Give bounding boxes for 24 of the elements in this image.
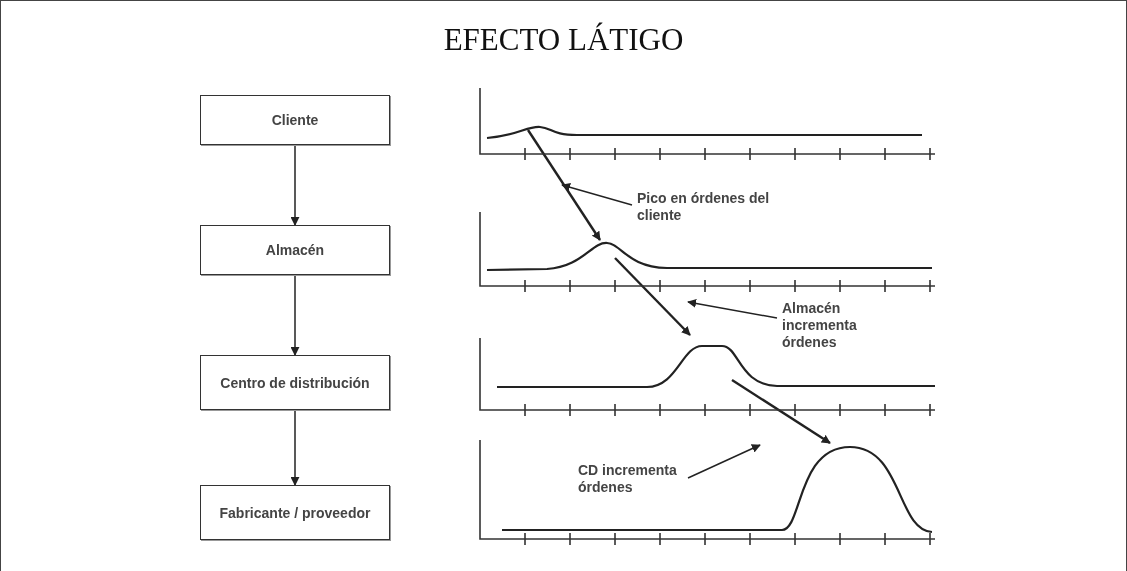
arrow <box>290 144 300 226</box>
box-label: Cliente <box>271 112 319 128</box>
box-label: Centro de distribución <box>220 374 370 391</box>
process-box <box>200 485 390 540</box>
diagram-title: EFECTO LÁTIGO <box>443 22 684 58</box>
box-label: Almacén <box>265 242 325 258</box>
leader-line <box>687 299 778 319</box>
line-chart <box>477 440 937 545</box>
arrow <box>731 379 831 444</box>
leader-line <box>687 444 761 479</box>
line-chart <box>477 338 937 416</box>
arrow <box>527 129 601 241</box>
line-chart <box>477 88 937 160</box>
annotation-text: Almacén incrementa órdenes <box>782 300 902 360</box>
annotation-text: CD incrementa órdenes <box>578 462 708 502</box>
box-label: Fabricante / proveedor <box>219 504 371 521</box>
arrow <box>614 257 691 336</box>
arrow <box>290 409 300 486</box>
annotation-text: Pico en órdenes del cliente <box>637 190 787 230</box>
process-box <box>200 355 390 410</box>
process-box <box>200 225 390 275</box>
process-box <box>200 95 390 145</box>
leader-line <box>561 182 633 206</box>
arrow <box>290 274 300 356</box>
